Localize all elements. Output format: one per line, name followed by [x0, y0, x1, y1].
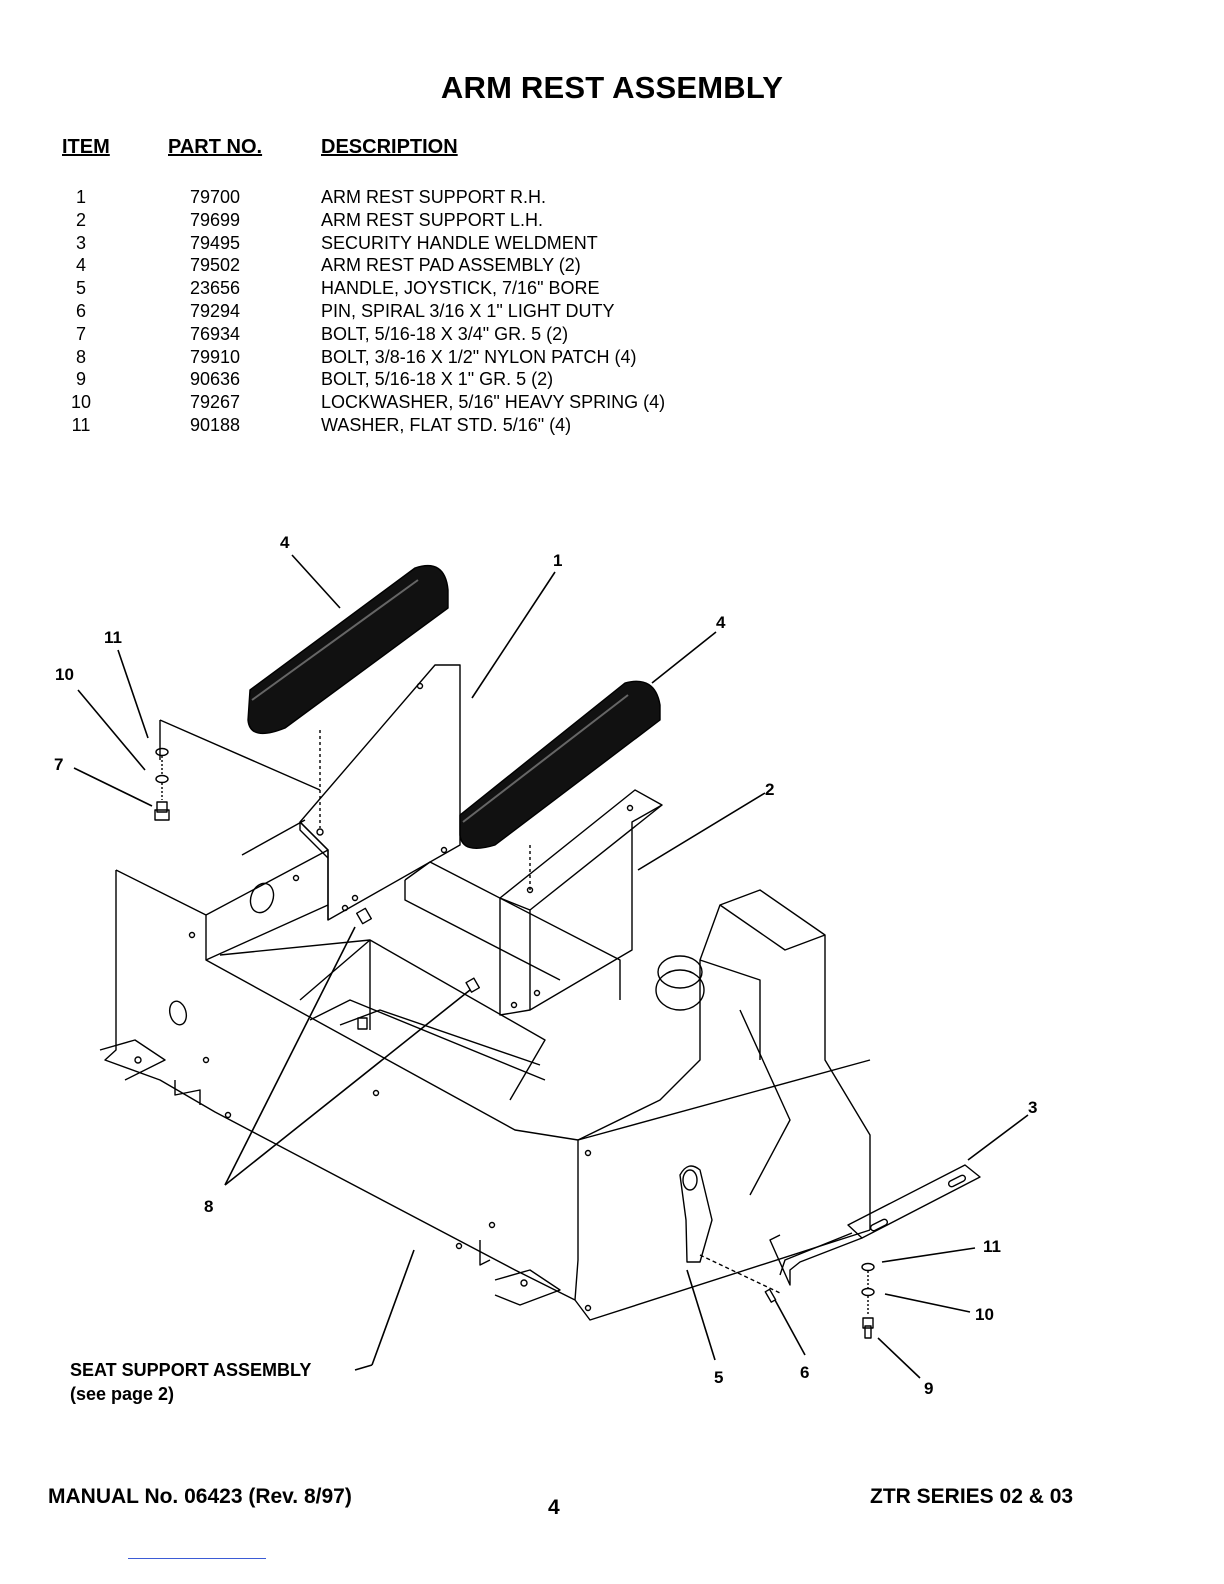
- callout-2: 2: [765, 780, 774, 799]
- seat-support-assembly: [99, 719, 871, 1321]
- part-number: 90188: [189, 414, 241, 435]
- part-number: 79699: [189, 209, 241, 230]
- parts-row: 2 79699 ARM REST SUPPORT L.H.: [0, 210, 800, 233]
- part-description: ARM REST SUPPORT L.H.: [321, 209, 544, 230]
- part-number: 79495: [189, 232, 241, 253]
- item-number: 4: [75, 255, 86, 276]
- part-description: WASHER, FLAT STD. 5/16" (4): [321, 414, 572, 435]
- item-number: 5: [75, 278, 86, 299]
- arm-rest-support-rh: [299, 664, 461, 921]
- part-number: 23656: [189, 278, 241, 299]
- part-description: BOLT, 5/16-18 X 1" GR. 5 (2): [321, 369, 554, 390]
- part-number: 79267: [189, 392, 241, 413]
- parts-row: 7 76934 BOLT, 5/16-18 X 3/4" GR. 5 (2): [0, 324, 800, 347]
- item-number: 2: [75, 209, 86, 230]
- part-description: LOCKWASHER, 5/16" HEAVY SPRING (4): [321, 392, 666, 413]
- item-number: 11: [71, 414, 91, 435]
- parts-row: 4 79502 ARM REST PAD ASSEMBLY (2): [0, 255, 800, 278]
- manual-number: MANUAL No. 06423 (Rev. 8/97): [48, 1485, 352, 1508]
- part-number: 90636: [189, 369, 241, 390]
- column-header-item: ITEM: [62, 136, 110, 158]
- part-number: 76934: [189, 323, 241, 344]
- callout-10-right: 10: [975, 1305, 994, 1324]
- callout-1: 1: [553, 551, 562, 570]
- part-description: ARM REST SUPPORT R.H.: [321, 187, 547, 207]
- part-number: 79910: [189, 346, 241, 367]
- page-number: 4: [548, 1496, 560, 1519]
- callout-6: 6: [800, 1363, 809, 1382]
- security-handle-weldment: [769, 1164, 981, 1286]
- part-number: 79700: [189, 187, 241, 207]
- item-number: 10: [70, 392, 92, 413]
- page-title: ARM REST ASSEMBLY: [440, 70, 784, 105]
- parts-row: 1 79700 ARM REST SUPPORT R.H.: [0, 187, 800, 210]
- part-number: 79502: [189, 255, 241, 276]
- callout-5: 5: [714, 1368, 723, 1387]
- seat-support-label: SEAT SUPPORT ASSEMBLY: [70, 1360, 312, 1380]
- part-description: PIN, SPIRAL 3/16 X 1" LIGHT DUTY: [321, 300, 615, 321]
- column-header-part-no: PART NO.: [168, 136, 263, 158]
- callout-4-top: 4: [280, 533, 290, 552]
- column-header-description: DESCRIPTION: [321, 136, 458, 158]
- part-description: HANDLE, JOYSTICK, 7/16" BORE: [321, 278, 600, 299]
- callout-labels: 4 1 4 11 10 7 2 3 11 10 8 5 6 9: [54, 533, 1037, 1398]
- bolt-washer-stack-right: [861, 1262, 875, 1339]
- parts-row: 8 79910 BOLT, 3/8-16 X 1/2" NYLON PATCH (4…: [0, 347, 800, 370]
- bolt-item-8: [355, 907, 481, 1030]
- callout-8: 8: [204, 1197, 213, 1216]
- joystick-handle: [679, 1165, 781, 1294]
- item-number: 6: [75, 300, 86, 321]
- exploded-view-diagram: 4 1 4 11 10 7 2 3 11 10 8 5 6 9: [54, 533, 1037, 1398]
- bolt-washer-stack-left: [154, 747, 170, 821]
- part-description: ARM REST PAD ASSEMBLY (2): [321, 255, 581, 276]
- item-number: 1: [75, 187, 86, 207]
- callout-9: 9: [924, 1379, 933, 1398]
- part-description: SECURITY HANDLE WELDMENT: [321, 232, 598, 253]
- seat-support-note: SEAT SUPPORT ASSEMBLY (see page 2): [70, 1358, 311, 1406]
- item-number: 8: [75, 346, 86, 367]
- callout-10-left: 10: [55, 665, 74, 684]
- item-number: 9: [75, 369, 86, 390]
- parts-row: 9 90636 BOLT, 5/16-18 X 1" GR. 5 (2): [0, 369, 800, 392]
- part-description: BOLT, 3/8-16 X 1/2" NYLON PATCH (4): [321, 346, 637, 367]
- callout-4-right: 4: [716, 613, 726, 632]
- parts-row: 3 79495 SECURITY HANDLE WELDMENT: [0, 233, 800, 256]
- item-number: 3: [75, 232, 86, 253]
- divider-line: [128, 1558, 266, 1559]
- part-description: BOLT, 5/16-18 X 3/4" GR. 5 (2): [321, 323, 569, 344]
- arm-rest-pad: [247, 564, 449, 735]
- parts-row: 11 90188 WASHER, FLAT STD. 5/16" (4): [0, 415, 800, 438]
- spiral-pin: [764, 1288, 777, 1303]
- seat-support-reference: (see page 2): [70, 1384, 175, 1404]
- callout-3: 3: [1028, 1098, 1037, 1117]
- item-number: 7: [75, 323, 86, 344]
- parts-row: 5 23656 HANDLE, JOYSTICK, 7/16" BORE: [0, 278, 800, 301]
- leader-lines: [73, 554, 1029, 1379]
- arm-rest-pad: [459, 680, 661, 849]
- arm-rest-support-lh: [499, 789, 663, 1016]
- parts-row: 10 79267 LOCKWASHER, 5/16" HEAVY SPRING (4…: [0, 392, 800, 415]
- callout-11-left: 11: [104, 628, 122, 647]
- series-label: ZTR SERIES 02 & 03: [870, 1485, 1074, 1508]
- callout-7: 7: [54, 755, 63, 774]
- part-number: 79294: [189, 300, 241, 321]
- parts-row: 6 79294 PIN, SPIRAL 3/16 X 1" LIGHT DUTY: [0, 301, 800, 324]
- callout-11-right: 11: [983, 1237, 1001, 1256]
